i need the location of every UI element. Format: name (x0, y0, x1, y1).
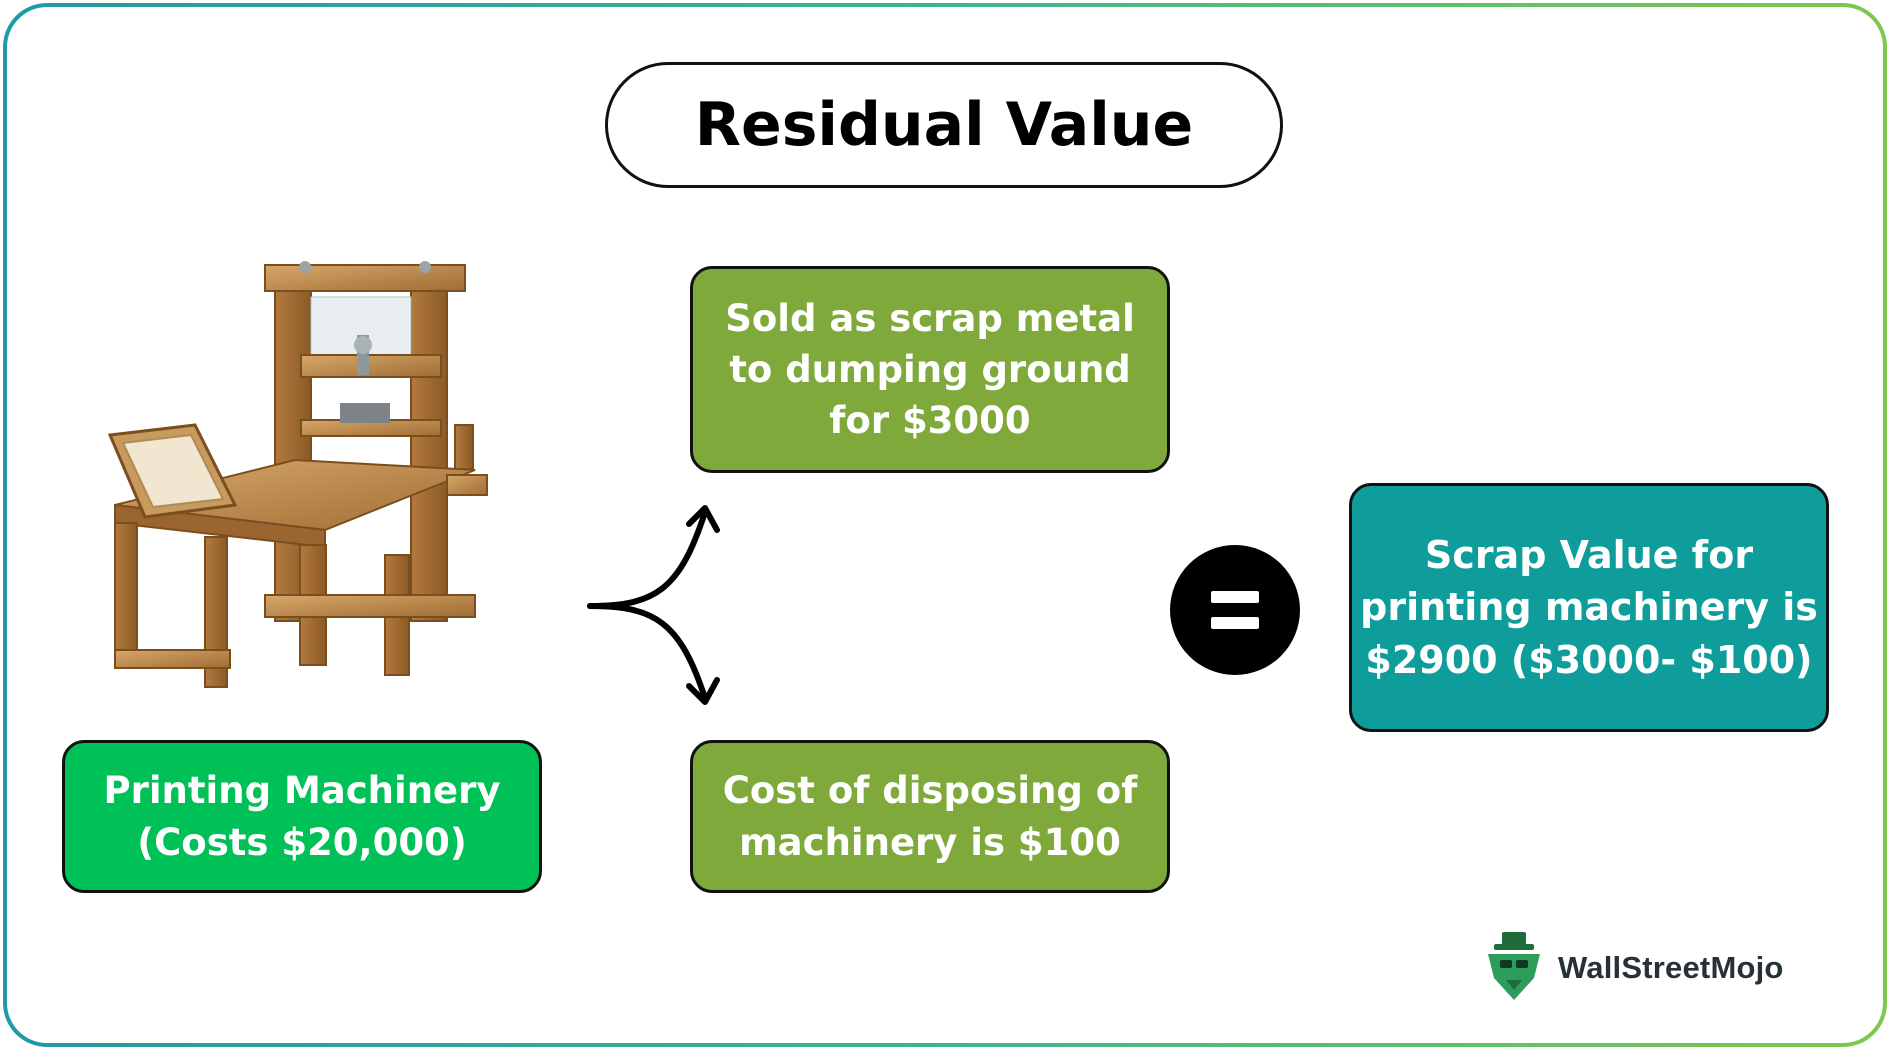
printing-press-illustration (107, 261, 488, 688)
brand-logo: WallStreetMojo (1480, 928, 1784, 1008)
scrap-sale-box: Sold as scrap metal to dumping ground fo… (690, 266, 1170, 473)
scrap-value-line: $2900 ($3000- $100) (1365, 637, 1813, 682)
printing-machinery-line: (Costs $20,000) (137, 820, 467, 864)
printing-machinery-line: Printing Machinery (103, 769, 501, 813)
brand-name: WallStreetMojo (1558, 950, 1784, 985)
title-text: Residual Value (694, 90, 1194, 160)
disposal-cost-line: machinery is $100 (739, 820, 1121, 864)
branching-arrows (587, 505, 720, 705)
scrap-value-box: Scrap Value for printing machinery is $2… (1349, 483, 1829, 732)
scrap-value-line: Scrap Value for (1424, 532, 1754, 577)
equals-icon (1170, 545, 1300, 675)
disposal-cost-line: Cost of disposing of (722, 769, 1138, 813)
scrap-sale-line: to dumping ground (729, 347, 1131, 391)
wallstreetmojo-logo-icon (1488, 932, 1540, 1000)
scrap-value-line: printing machinery is (1360, 585, 1818, 630)
scrap-sale-line: Sold as scrap metal (725, 296, 1135, 340)
disposal-cost-box: Cost of disposing of machinery is $100 (690, 740, 1170, 893)
scrap-sale-line: for $3000 (829, 399, 1031, 443)
page-title: Residual Value (605, 62, 1283, 188)
printing-machinery-box: Printing Machinery (Costs $20,000) (62, 740, 542, 893)
